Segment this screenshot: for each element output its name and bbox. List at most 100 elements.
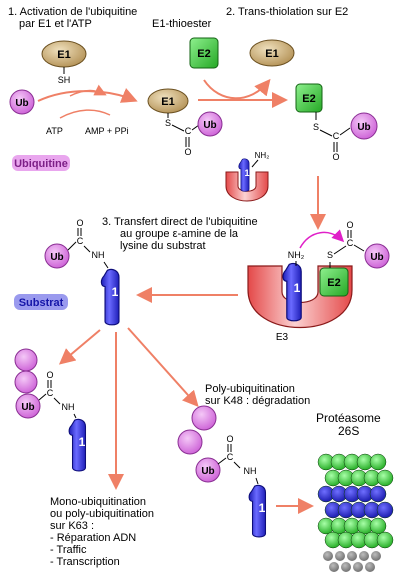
svg-text:E1: E1 — [57, 49, 70, 61]
svg-text:S: S — [165, 118, 171, 128]
e2-enzyme: E2 — [189, 37, 219, 69]
peptide-fragment — [353, 562, 363, 572]
svg-text:C: C — [185, 126, 192, 136]
transfer-arrow — [299, 229, 345, 249]
svg-text:E3: E3 — [276, 332, 289, 343]
step1-title-line2: par E1 et l'ATP — [19, 18, 92, 30]
poly-k48-line1: Poly-ubiquitination — [205, 383, 295, 395]
svg-text:Substrat: Substrat — [19, 297, 64, 309]
svg-text:1: 1 — [112, 285, 119, 299]
step1-title-line1: 1. Activation de l'ubiquitine — [8, 6, 138, 18]
ubiquitine-label: Ubiquitine — [12, 155, 70, 171]
proteasome-subunit — [376, 501, 394, 519]
svg-text:Ub: Ub — [201, 466, 214, 477]
peptide-fragment — [365, 562, 375, 572]
svg-text:O: O — [76, 218, 83, 228]
thioester-label: E1-thioester — [152, 18, 212, 30]
svg-text:Ub: Ub — [50, 252, 63, 263]
peptide-fragment — [341, 562, 351, 572]
e1-thioester: E1 S C O Ub — [147, 88, 223, 157]
svg-text:1: 1 — [294, 281, 301, 295]
svg-text:C: C — [347, 238, 354, 248]
svg-text:O: O — [46, 370, 53, 380]
svg-text:S: S — [327, 250, 333, 260]
proteasome-subunit — [369, 485, 387, 503]
svg-text:O: O — [332, 152, 339, 162]
svg-text:NH₂: NH₂ — [288, 250, 305, 260]
poly-ub-k48: Ub C O NH 1 — [177, 405, 267, 538]
proteasome-title: Protéasome — [316, 411, 381, 425]
proteasome-subunit — [369, 517, 387, 535]
peptide-fragment — [323, 551, 333, 561]
svg-text:Ub: Ub — [370, 252, 383, 263]
svg-text:O: O — [184, 147, 191, 157]
svg-text:1: 1 — [259, 501, 266, 515]
step3-title-line1: 3. Transfert direct de l'ubiquitine — [102, 216, 258, 228]
svg-text:NH: NH — [92, 250, 105, 260]
svg-text:E1: E1 — [265, 48, 278, 60]
peptide-fragments — [323, 551, 381, 572]
peptide-fragment — [359, 551, 369, 561]
e3-complex: E3 1 NH₂ E2 S C O Ub — [247, 220, 390, 343]
svg-text:NH: NH — [244, 466, 257, 476]
proteasome-subunit — [369, 453, 387, 471]
svg-text:Ub: Ub — [21, 402, 34, 413]
svg-text:C: C — [227, 452, 234, 462]
peptide-fragment — [335, 551, 345, 561]
proteasome-26s — [317, 453, 394, 549]
mono-ub-substrate: Ub C O NH 1 — [44, 218, 120, 326]
substrat-label: Substrat — [14, 294, 68, 310]
e2-thioester: E2 S C O Ub — [295, 83, 378, 162]
mono-k63-line4: - Réparation ADN — [50, 532, 137, 544]
proteasome-subunit — [376, 469, 394, 487]
atp-arrow — [59, 109, 111, 119]
ub-free: Ub — [9, 89, 35, 115]
e1-release-arrow — [203, 78, 271, 100]
atp-label: ATP — [46, 126, 63, 136]
e1-enzyme: E1 SH — [41, 40, 87, 85]
mono-k63-line3: sur K63 : — [50, 520, 95, 532]
svg-text:NH₂: NH₂ — [255, 151, 270, 160]
arrow-to-k48 — [127, 327, 199, 407]
svg-text:NH: NH — [62, 402, 75, 412]
svg-text:C: C — [77, 236, 84, 246]
svg-text:Ub: Ub — [15, 98, 28, 109]
svg-text:S: S — [313, 122, 319, 132]
poly-ub-chain-left: Ub C O NH 1 — [14, 348, 87, 472]
mono-k63-line1: Mono-ubiquitination — [50, 496, 147, 508]
svg-text:E2: E2 — [302, 93, 315, 105]
svg-text:1: 1 — [244, 168, 249, 178]
proteasome-subunit — [376, 531, 394, 549]
svg-text:C: C — [333, 131, 340, 141]
svg-text:Ubiquitine: Ubiquitine — [14, 158, 68, 170]
svg-text:E1: E1 — [161, 96, 174, 108]
mono-k63-line5: - Traffic — [50, 544, 87, 556]
svg-text:SH: SH — [58, 75, 71, 85]
svg-text:O: O — [346, 220, 353, 230]
arrow-to-poly-left — [58, 329, 101, 365]
proteasome-size: 26S — [338, 424, 360, 438]
poly-k48-line2: sur K48 : dégradation — [205, 395, 311, 407]
peptide-fragment — [371, 551, 381, 561]
svg-text:E2: E2 — [197, 48, 210, 60]
step3-title-line2: au groupe ε-amine de la — [120, 228, 239, 240]
step1-arrow-main — [37, 88, 138, 103]
mono-k63-line2: ou poly-ubiquitination — [50, 508, 154, 520]
peptide-fragment — [329, 562, 339, 572]
e1-released: E1 — [249, 39, 295, 67]
svg-text:1: 1 — [79, 435, 86, 449]
svg-text:Ub: Ub — [357, 122, 370, 133]
mono-k63-line6: - Transcription — [50, 556, 120, 568]
amp-label: AMP + PPi — [85, 126, 129, 136]
svg-text:O: O — [226, 434, 233, 444]
peptide-fragment — [347, 551, 357, 561]
atp-curve — [69, 84, 107, 97]
svg-text:C: C — [47, 388, 54, 398]
step3-title-line3: lysine du substrat — [120, 240, 206, 252]
svg-text:Ub: Ub — [203, 120, 216, 131]
e3-small: 1 NH₂ — [225, 151, 270, 202]
step2-title: 2. Trans-thiolation sur E2 — [226, 6, 349, 18]
svg-text:E2: E2 — [327, 277, 340, 289]
